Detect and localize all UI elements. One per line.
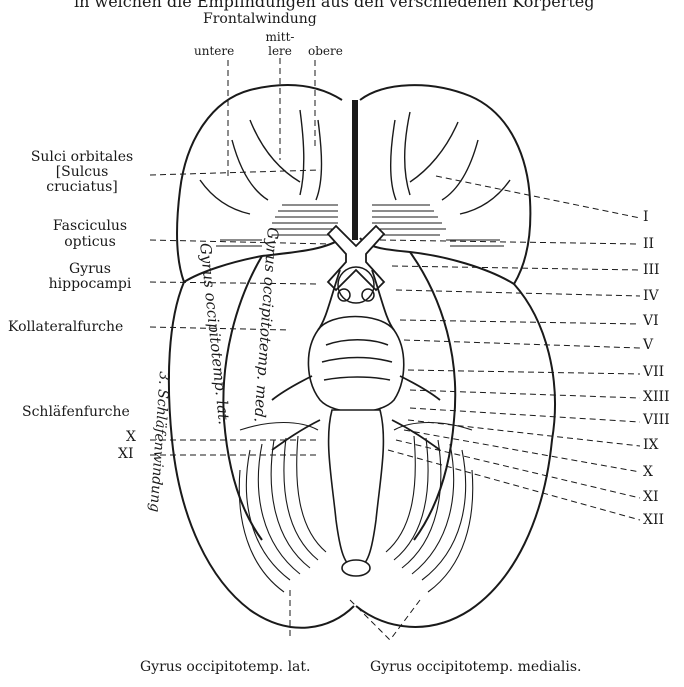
label-left-x: X [126,430,136,445]
label-right-ii: II [643,237,654,252]
label-schlaefenfurche: Schläfenfurche [22,405,130,420]
label-gyrus-hippocampi-1: Gyrus [40,262,140,277]
label-cruciatus: cruciatus] [17,180,147,195]
right-temporal-lobe-outline [356,284,555,627]
label-sulcus: [Sulcus [17,165,147,180]
label-right-v: V [643,338,653,353]
label-right-vii: VII [643,365,664,380]
label-right-iv: IV [643,289,659,304]
label-right-vi: VI [643,314,659,329]
label-opticus: opticus [40,235,140,250]
label-mittlere-a: mitt- [260,31,300,44]
label-right-viii: VIII [643,413,670,428]
cut-header-text: in welchen die Empfindungen aus den vers… [74,0,595,9]
label-sulci-orbitales: Sulci orbitales [17,150,147,165]
label-right-iii: III [643,263,660,278]
label-right-i: I [643,210,649,225]
label-frontalwindung: Frontalwindung [203,12,317,27]
label-right-xii: XII [643,513,664,528]
label-right-x: X [643,465,653,480]
orbital-hatching [216,205,504,246]
label-untere: untere [194,45,234,58]
mammillary-bodies [338,267,374,303]
label-kollateralfurche: Kollateralfurche [8,320,123,335]
label-gyrus-hippocampi-2: hippocampi [40,277,140,292]
label-mittlere-b: lere [260,45,300,58]
label-fasciculus: Fasciculus [40,219,140,234]
label-right-ix: IX [643,438,659,453]
longitudinal-fissure [352,100,358,240]
label-right-xiii: XIII [643,390,670,405]
label-left-xi: XI [118,447,134,462]
medulla-oblongata [329,410,384,576]
right-medial-border [410,252,455,540]
label-right-xi: XI [643,490,659,505]
pons [308,317,403,413]
right-frontal-lobe-outline [360,85,530,284]
label-bottom-med: Gyrus occipitotemp. medialis. [370,660,582,675]
label-obere: obere [308,45,343,58]
label-bottom-lat: Gyrus occipitotemp. lat. [140,660,310,675]
